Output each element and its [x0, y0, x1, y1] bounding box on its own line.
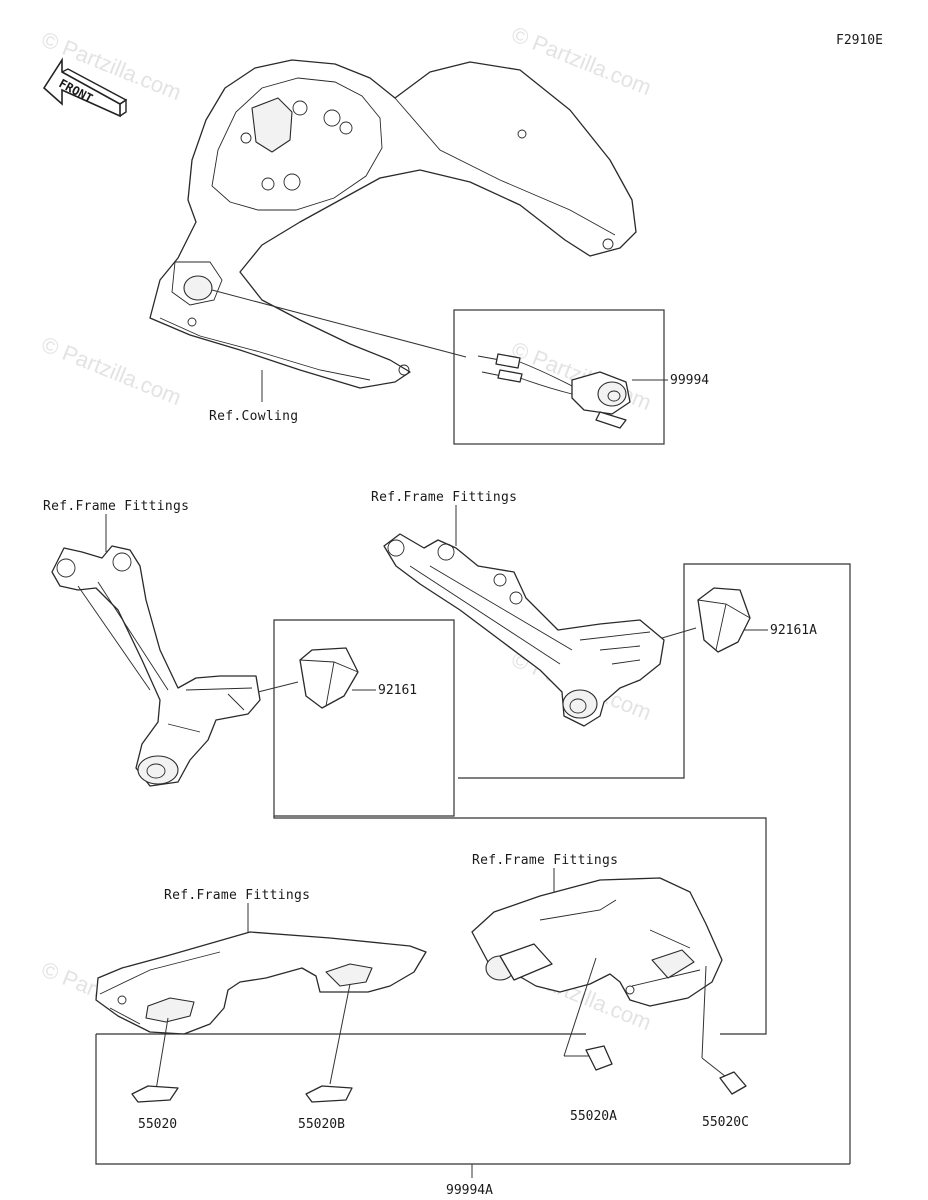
- watermark: © Partzilla.com: [38, 331, 185, 410]
- right-bracket-to-cover: [661, 627, 697, 639]
- pad-55020a-drawing: [585, 1045, 613, 1071]
- cowling-drawing: [149, 59, 637, 389]
- part-92161-label: 92161: [378, 683, 417, 698]
- usb-socket-box: [453, 309, 665, 445]
- pad-55020-leader: [155, 1017, 169, 1091]
- heel-guard-left-drawing: [95, 931, 427, 1035]
- pad-55020b-drawing: [305, 1085, 353, 1103]
- part-99994-label: 99994: [670, 373, 709, 388]
- ref-frame-fittings-bottom-right-label: Ref.Frame Fittings: [472, 853, 618, 868]
- part-55020b-label: 55020B: [298, 1117, 345, 1132]
- ref-frame-fittings-left-label: Ref.Frame Fittings: [43, 499, 189, 514]
- part-55020c-label: 55020C: [702, 1115, 749, 1130]
- kit-connector-line: [273, 816, 767, 1035]
- figure-id: F2910E: [836, 33, 883, 48]
- usb-leader-to-cowling: [211, 289, 467, 358]
- part-55020a-label: 55020A: [570, 1109, 617, 1124]
- ref-cowling-label: Ref.Cowling: [209, 409, 298, 424]
- pad-55020c-leader: [701, 965, 707, 1059]
- usb-socket-drawing: [477, 353, 631, 429]
- cover-92161a-box: [458, 563, 851, 1164]
- part-92161a-label: 92161A: [770, 623, 817, 638]
- pad-55020-drawing: [131, 1085, 179, 1103]
- kit-bracket: [95, 1033, 850, 1165]
- pad-55020c-drawing: [719, 1071, 747, 1095]
- ref-frame-fittings-right-label: Ref.Frame Fittings: [371, 490, 517, 505]
- left-bracket-drawing: [51, 545, 261, 787]
- left-bracket-to-box: [257, 681, 299, 693]
- pad-55020a-leader: [563, 957, 597, 1057]
- right-bracket-drawing: [383, 533, 665, 727]
- cover-92161-drawing: [299, 647, 359, 709]
- cover-92161-box: [273, 619, 455, 817]
- part-99994a-label: 99994A: [446, 1183, 493, 1198]
- ref-frame-fittings-bottom-left-label: Ref.Frame Fittings: [164, 888, 310, 903]
- cover-92161a-drawing: [697, 587, 751, 653]
- heel-guard-right-drawing: [471, 877, 723, 1007]
- part-55020-label: 55020: [138, 1117, 177, 1132]
